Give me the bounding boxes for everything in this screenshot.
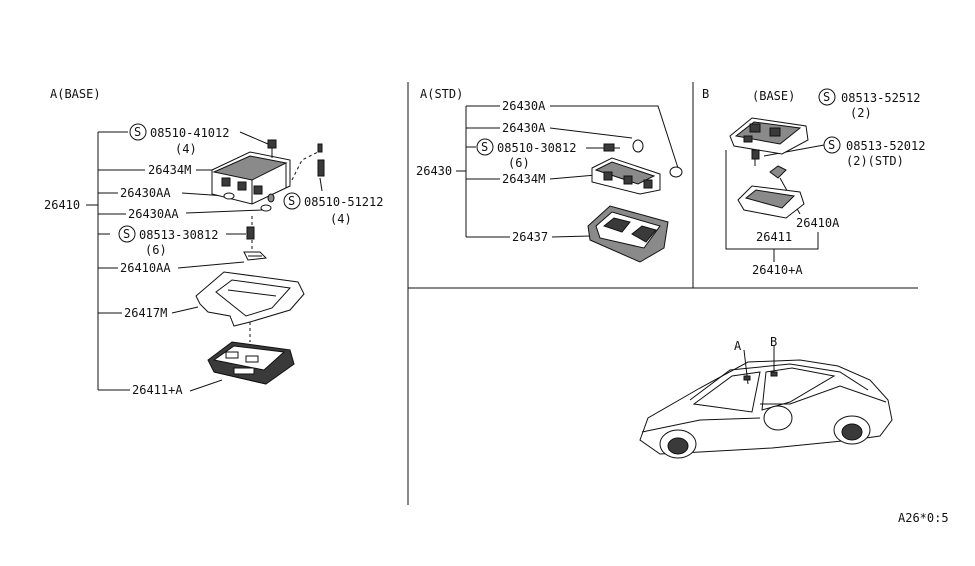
- label-26411a: 26411+A: [132, 383, 183, 397]
- lamp-assembly-drawing: [207, 341, 295, 385]
- label-qty-2-std: (2)(STD): [846, 154, 904, 168]
- lamp-bracket-drawing: [591, 157, 661, 195]
- lens-drawing: [737, 185, 805, 219]
- section-title-a-std: A(STD): [420, 87, 463, 101]
- screw-symbol-icon: [118, 225, 136, 243]
- label-26437: 26437: [512, 230, 548, 244]
- label-08513-30812: 08513-30812: [139, 228, 218, 242]
- bulb-drawing: [223, 192, 275, 212]
- label-26430aa-1: 26430AA: [120, 186, 171, 200]
- car-label-a: A: [734, 339, 742, 353]
- screw-part-icon: [317, 159, 325, 177]
- label-26430: 26430: [416, 164, 452, 178]
- label-qty-2: (2): [850, 106, 872, 120]
- svg-text:S: S: [123, 227, 130, 241]
- screw-symbol-icon: [818, 88, 836, 106]
- bracket-b: [725, 150, 819, 250]
- bulb-drawing: [632, 139, 683, 178]
- lamp-bracket-drawing: [211, 139, 291, 205]
- label-08510-41012: 08510-41012: [150, 126, 229, 140]
- label-26410aa: 26410AA: [120, 261, 171, 275]
- label-26411: 26411: [756, 230, 792, 244]
- lens-drawing: [587, 205, 669, 263]
- screw-symbol-icon: [283, 192, 301, 210]
- label-26410a: 26410A: [796, 216, 840, 230]
- svg-text:S: S: [828, 138, 835, 152]
- label-qty-6-std: (6): [508, 156, 530, 170]
- footer-code: A26*0:5: [898, 511, 949, 525]
- svg-text:S: S: [288, 194, 295, 208]
- lens-clip-drawing: [243, 251, 268, 261]
- section-dividers: [407, 82, 918, 505]
- screw-part-icon: [246, 216, 255, 250]
- label-26410-a-total: 26410+A: [752, 263, 803, 277]
- wire-harness-drawing: [291, 143, 325, 181]
- label-08513-52012: 08513-52012: [846, 139, 925, 153]
- label-26430a-2: 26430A: [502, 121, 546, 135]
- car-overview-drawing: A B: [639, 335, 893, 459]
- label-08513-52512: 08513-52512: [841, 91, 920, 105]
- section-title-b: B: [702, 87, 709, 101]
- roof-trim-drawing: [195, 271, 305, 342]
- screw-part-icon: [267, 139, 277, 149]
- label-26430a-1: 26430A: [502, 99, 546, 113]
- svg-text:S: S: [823, 90, 830, 104]
- label-08510-51212: 08510-51212: [304, 195, 383, 209]
- label-qty-6: (6): [145, 243, 167, 257]
- lamp-housing-drawing: [729, 117, 809, 155]
- label-26430aa-2: 26430AA: [128, 207, 179, 221]
- svg-text:S: S: [481, 140, 488, 154]
- label-26434m: 26434M: [148, 163, 191, 177]
- label-qty-4b: (4): [330, 212, 352, 226]
- label-08510-30812: 08510-30812: [497, 141, 576, 155]
- section-b: B (BASE) S 08513-52512 (2) S 08513-52012…: [702, 87, 925, 277]
- screw-part-icon: [603, 143, 620, 152]
- label-26417m: 26417M: [124, 306, 167, 320]
- screw-part-icon: [751, 149, 760, 166]
- label-qty-4a: (4): [175, 142, 197, 156]
- section-a-base: A(BASE) 26410 S 08510-41012 (4) 26434M 2…: [44, 87, 383, 397]
- bulb-drawing: [769, 165, 787, 179]
- section-title-a-base: A(BASE): [50, 87, 101, 101]
- car-label-b: B: [770, 335, 777, 349]
- screw-symbol-icon: [129, 123, 147, 141]
- label-base-tag: (BASE): [752, 89, 795, 103]
- svg-text:S: S: [134, 125, 141, 139]
- screw-symbol-icon: [476, 138, 494, 156]
- label-26434m-std: 26434M: [502, 172, 545, 186]
- label-26410: 26410: [44, 198, 80, 212]
- section-a-std: A(STD) 26430 26430A 26430A S 08510-30812…: [416, 87, 683, 263]
